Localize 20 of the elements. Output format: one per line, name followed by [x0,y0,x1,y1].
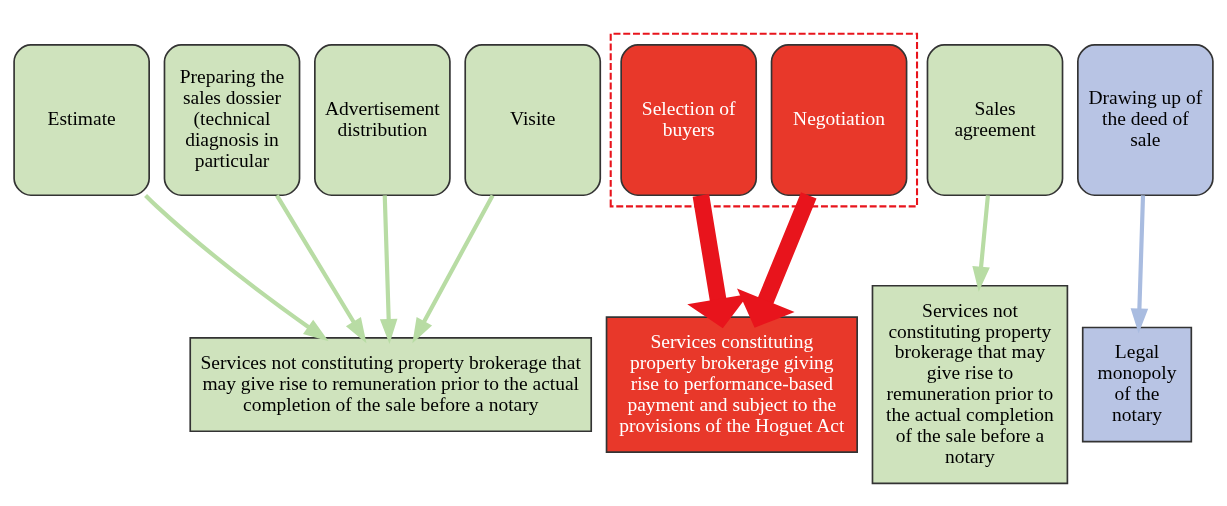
node-box: Services not constituting property brokerage that may give rise to remuneration prior to the actual completion of the sale before a notary [871,284,1069,485]
arrow [737,192,817,328]
node-box: Preparing the sales dossier (technical diagnosis in particular [163,44,301,197]
node-box: Selection of buyers [620,44,758,197]
cluster [609,32,919,208]
node-box: Services not constituting property brokerage that may give rise to remuneration prior to the actual completion of the sale before a notary [189,337,593,433]
arrow [144,194,329,342]
node-box: Sales agreement [926,44,1064,197]
node-box: Negotiation [770,44,908,197]
arrow [1130,195,1149,334]
node-box: Legal monopoly of the notary [1081,326,1193,443]
arrow [412,194,495,344]
node-box: Drawing up of the deed of sale [1077,44,1214,197]
arrow [972,195,990,292]
node-box: Estimate [13,44,150,197]
node-box: Services constituting property brokerage giving rise to performance-based payment and subject to the provisions of the Hoguet Act [605,316,858,453]
node-box: Advertisement distribution [314,44,451,197]
arrow [379,195,398,345]
arrow [275,194,367,344]
node-box: Visite [464,44,602,197]
